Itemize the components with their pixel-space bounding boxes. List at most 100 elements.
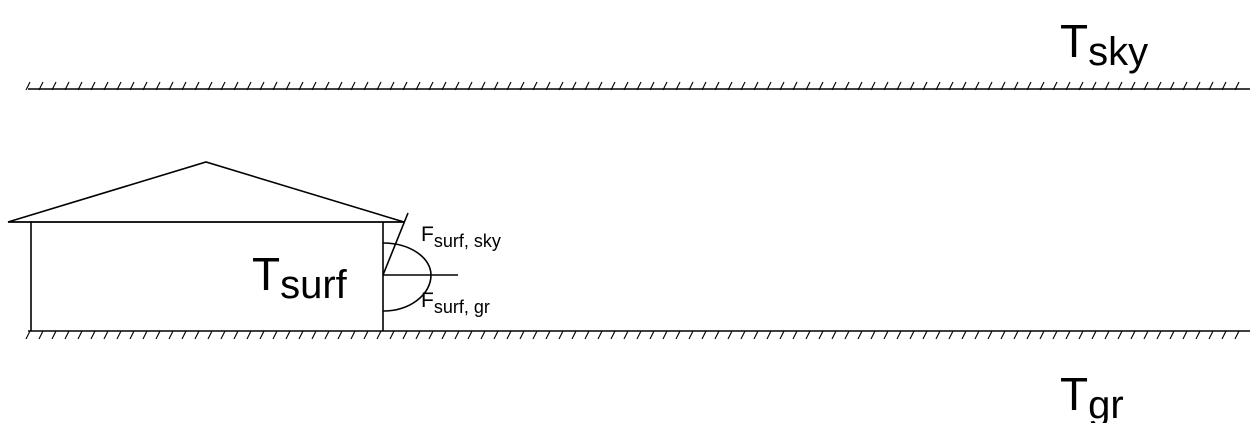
sky-hatch-mark xyxy=(818,81,824,91)
sky-hatch-mark xyxy=(688,81,694,91)
ground-hatch-mark xyxy=(350,330,356,340)
ground-hatch-mark xyxy=(402,330,408,340)
surface-temperature-label: Tsurf xyxy=(252,248,348,307)
ground-hatch-mark xyxy=(935,330,941,340)
ground-view-arc xyxy=(382,274,432,312)
sky-hatch-mark xyxy=(155,81,161,91)
ground-hatch-mark xyxy=(1182,330,1188,340)
ground-hatch-mark xyxy=(311,330,317,340)
sky-hatch-mark xyxy=(1039,81,1045,91)
ground-hatch-mark xyxy=(181,330,187,340)
sky-hatch-mark xyxy=(1091,81,1097,91)
ground-hatch-mark xyxy=(168,330,174,340)
sky-hatch-mark xyxy=(883,81,889,91)
sky-hatch-mark xyxy=(1182,81,1188,91)
sky-hatch-mark xyxy=(532,81,538,91)
sky-hatch-mark xyxy=(38,81,44,91)
sky-boundary-hatching xyxy=(25,81,1240,91)
sky-hatch-mark xyxy=(1195,81,1201,91)
ground-hatch-mark xyxy=(1169,330,1175,340)
sky-hatch-mark xyxy=(987,81,993,91)
sky-hatch-mark xyxy=(1000,81,1006,91)
ground-hatch-mark xyxy=(610,330,616,340)
sky-hatch-mark xyxy=(51,81,57,91)
ground-view-factor-label: Fsurf, gr xyxy=(421,289,490,317)
sky-hatch-mark xyxy=(103,81,109,91)
ground-hatch-mark xyxy=(25,330,31,340)
sky-hatch-mark xyxy=(1143,81,1149,91)
sky-hatch-mark xyxy=(779,81,785,91)
ground-hatch-mark xyxy=(714,330,720,340)
sky-hatch-mark xyxy=(168,81,174,91)
ground-hatch-mark xyxy=(597,330,603,340)
sky-hatch-mark xyxy=(935,81,941,91)
ground-temperature-label: Tgr xyxy=(1060,368,1124,423)
sky-hatch-mark xyxy=(324,81,330,91)
ground-hatch-mark xyxy=(103,330,109,340)
ground-hatch-mark xyxy=(818,330,824,340)
sky-hatch-mark xyxy=(272,81,278,91)
ground-boundary-hatching xyxy=(25,330,1240,340)
ground-hatch-mark xyxy=(285,330,291,340)
ground-hatch-mark xyxy=(519,330,525,340)
sky-hatch-mark xyxy=(233,81,239,91)
ground-hatch-mark xyxy=(1065,330,1071,340)
ground-hatch-mark xyxy=(480,330,486,340)
ground-hatch-mark xyxy=(701,330,707,340)
sky-hatch-mark xyxy=(441,81,447,91)
ground-hatch-mark xyxy=(857,330,863,340)
ground-hatch-mark xyxy=(779,330,785,340)
ground-hatch-mark xyxy=(1078,330,1084,340)
ground-hatch-mark xyxy=(1208,330,1214,340)
ground-hatch-mark xyxy=(649,330,655,340)
sky-hatch-mark xyxy=(519,81,525,91)
ground-hatch-mark xyxy=(1130,330,1136,340)
sky-hatch-mark xyxy=(77,81,83,91)
sky-hatch-mark xyxy=(922,81,928,91)
ground-hatch-mark xyxy=(376,330,382,340)
sky-hatch-mark xyxy=(740,81,746,91)
ground-hatch-mark xyxy=(363,330,369,340)
ground-hatch-mark xyxy=(324,330,330,340)
ground-hatch-mark xyxy=(90,330,96,340)
sky-hatch-mark xyxy=(311,81,317,91)
sky-hatch-mark xyxy=(636,81,642,91)
sky-hatch-mark xyxy=(480,81,486,91)
ground-hatch-mark xyxy=(246,330,252,340)
sky-hatch-mark xyxy=(220,81,226,91)
ground-hatch-mark xyxy=(805,330,811,340)
sky-hatch-mark xyxy=(493,81,499,91)
ground-hatch-mark xyxy=(129,330,135,340)
ground-hatch-mark xyxy=(51,330,57,340)
ground-hatch-mark xyxy=(298,330,304,340)
ground-hatch-mark xyxy=(844,330,850,340)
ground-hatch-mark xyxy=(636,330,642,340)
sky-hatch-mark xyxy=(207,81,213,91)
ground-hatch-mark xyxy=(64,330,70,340)
ground-hatch-mark xyxy=(740,330,746,340)
ground-hatch-mark xyxy=(545,330,551,340)
ground-hatch-mark xyxy=(727,330,733,340)
ground-hatch-mark xyxy=(233,330,239,340)
ground-hatch-mark xyxy=(766,330,772,340)
ground-hatch-mark xyxy=(441,330,447,340)
sky-view-arc xyxy=(382,242,432,276)
ground-hatch-mark xyxy=(584,330,590,340)
sky-hatch-mark xyxy=(870,81,876,91)
sky-hatch-mark xyxy=(90,81,96,91)
sky-hatch-mark xyxy=(246,81,252,91)
ground-hatch-mark xyxy=(1143,330,1149,340)
sky-hatch-mark xyxy=(259,81,265,91)
sky-hatch-mark xyxy=(1130,81,1136,91)
ground-hatch-mark xyxy=(116,330,122,340)
sky-hatch-mark xyxy=(1156,81,1162,91)
ground-hatch-mark xyxy=(194,330,200,340)
ground-hatch-mark xyxy=(506,330,512,340)
sky-hatch-mark xyxy=(142,81,148,91)
ground-hatch-mark xyxy=(1026,330,1032,340)
sky-view-factor-label: Fsurf, sky xyxy=(421,223,501,251)
house xyxy=(7,161,405,331)
ground-hatch-mark xyxy=(207,330,213,340)
sky-hatch-mark xyxy=(1065,81,1071,91)
